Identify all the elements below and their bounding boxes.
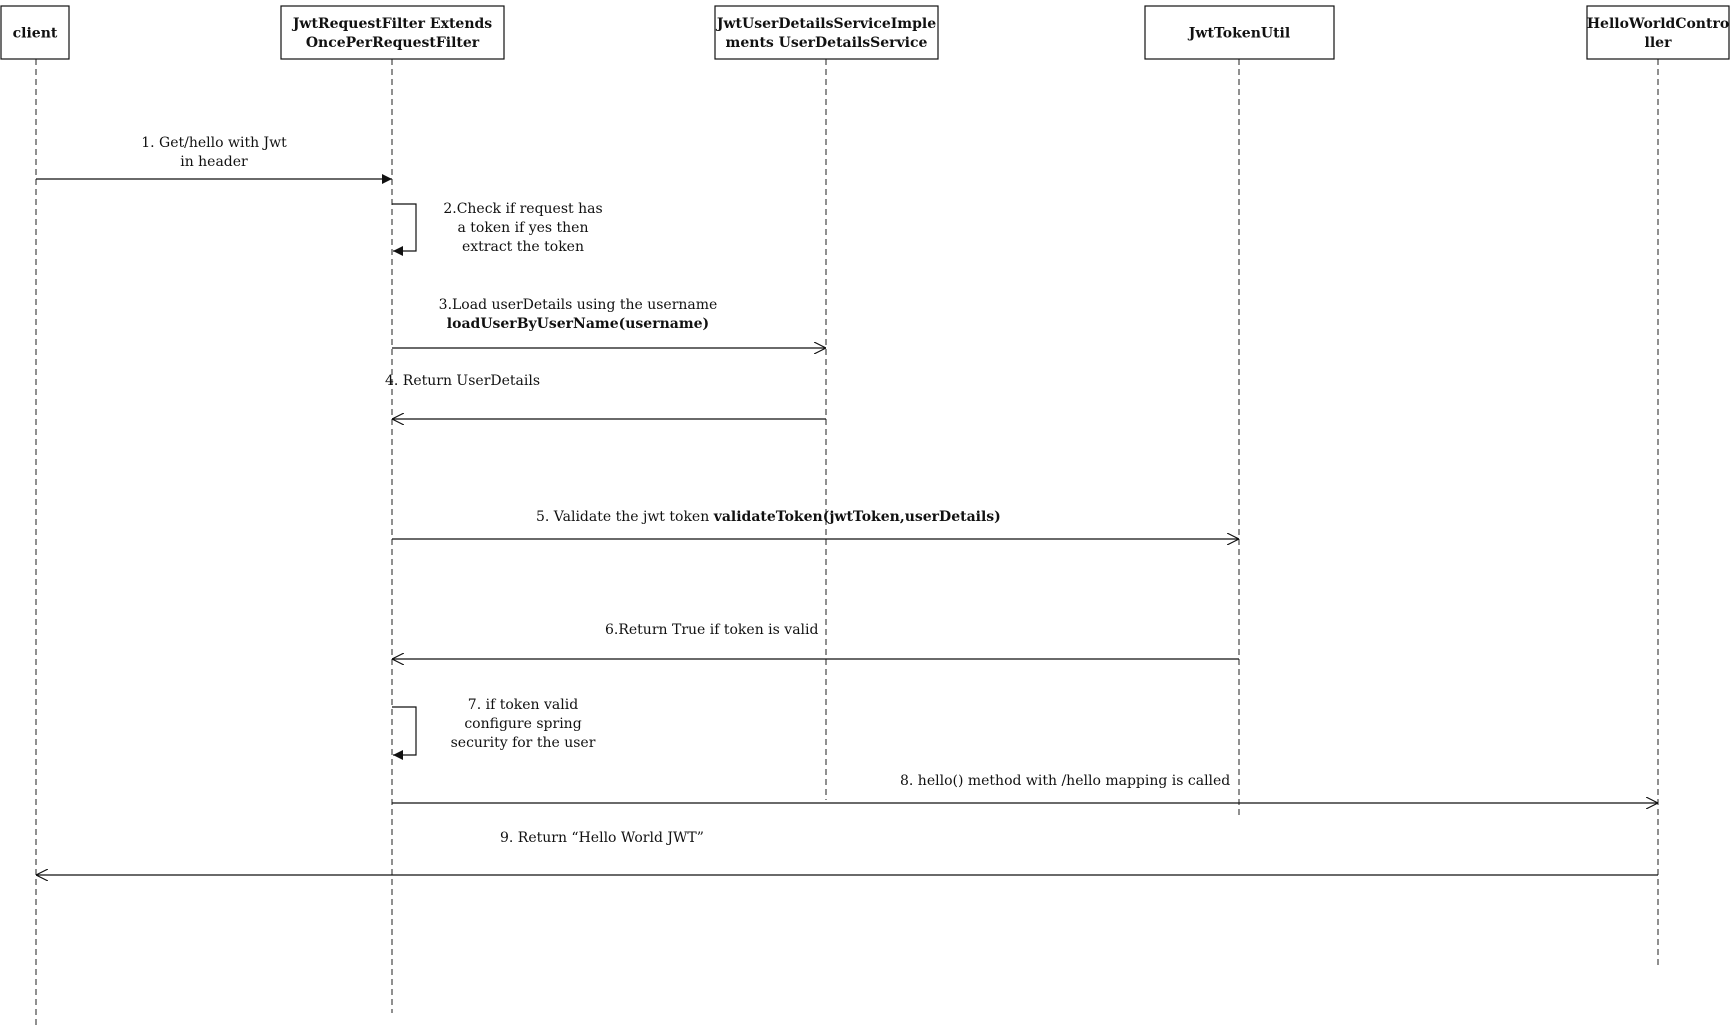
participant-label: JwtRequestFilter Extends xyxy=(291,16,492,32)
message-m6: 6.Return True if token is valid xyxy=(392,622,1239,659)
message-label-part: a token if yes then xyxy=(458,220,589,236)
message-m5: 5. Validate the jwt token validateToken(… xyxy=(392,509,1239,539)
message-label: configure spring xyxy=(464,716,581,732)
message-label: 9. Return “Hello World JWT” xyxy=(500,830,704,846)
messages: 1. Get/hello with Jwt in header 2.Check if… xyxy=(36,135,1658,875)
message-label-part: 1. Get/hello with Jwt xyxy=(141,135,287,151)
message-label-part: 7. if token valid xyxy=(468,697,578,713)
participant-uds: JwtUserDetailsServiceImple ments UserDeta… xyxy=(714,5,939,800)
participant-filter: JwtRequestFilter ExtendsOncePerRequestFi… xyxy=(280,5,505,1013)
participant-controller: HelloWorldContro ller xyxy=(1586,5,1730,967)
message-label: security for the user xyxy=(451,735,596,751)
participant-box-client xyxy=(0,5,70,60)
participant-box-filter xyxy=(280,5,505,60)
self-message-arrow xyxy=(392,706,417,760)
participants: client JwtRequestFilter ExtendsOncePerReq… xyxy=(0,5,1730,1025)
message-label: 3.Load userDetails using the username xyxy=(439,297,718,313)
message-label-part: loadUserByUserName(username) xyxy=(447,316,709,332)
message-label-part: extract the token xyxy=(462,239,584,255)
message-label-part: 6.Return True if token is valid xyxy=(605,622,818,638)
message-label: loadUserByUserName(username) xyxy=(447,316,709,332)
message-label-part: 8. hello() method with /hello mapping is… xyxy=(900,773,1230,789)
participant-client: client xyxy=(0,5,70,1025)
participant-box-controller xyxy=(1586,5,1730,60)
message-label-part: 5. Validate the jwt token xyxy=(536,509,714,525)
message-m1: 1. Get/hello with Jwt in header xyxy=(36,135,392,184)
message-label: extract the token xyxy=(462,239,584,255)
message-label: 6.Return True if token is valid xyxy=(605,622,818,638)
message-label: 7. if token valid xyxy=(468,697,578,713)
participant-label: client xyxy=(13,26,58,42)
message-m7: 7. if token valid configure spring securit… xyxy=(392,697,596,760)
participant-box-uds xyxy=(714,5,939,60)
message-label: 4. Return UserDetails xyxy=(385,373,540,389)
message-label-part: 2.Check if request has xyxy=(443,201,602,217)
message-m9: 9. Return “Hello World JWT” xyxy=(36,830,1658,875)
message-m3: 3.Load userDetails using the username loa… xyxy=(392,297,826,348)
participant-label: JwtUserDetailsServiceImple xyxy=(715,16,936,32)
message-m2: 2.Check if request has a token if yes the… xyxy=(392,201,603,256)
message-label-part: 4. Return UserDetails xyxy=(385,373,540,389)
participant-label: JwtTokenUtil xyxy=(1187,26,1290,42)
participant-label: ller xyxy=(1645,35,1673,51)
message-label-part: 9. Return “Hello World JWT” xyxy=(500,830,704,846)
message-label-part: in header xyxy=(180,154,248,170)
participant-label: HelloWorldContro xyxy=(1587,16,1729,32)
message-label-part: 3.Load userDetails using the username xyxy=(439,297,718,313)
message-label-part: configure spring xyxy=(464,716,581,732)
message-label: 1. Get/hello with Jwt xyxy=(141,135,287,151)
message-label-part: security for the user xyxy=(451,735,596,751)
message-label: in header xyxy=(180,154,248,170)
self-message-arrow xyxy=(392,203,417,256)
message-m8: 8. hello() method with /hello mapping is… xyxy=(392,773,1658,803)
message-label: a token if yes then xyxy=(458,220,589,236)
participant-label: ments UserDetailsService xyxy=(726,35,928,51)
message-m4: 4. Return UserDetails xyxy=(385,373,826,419)
participant-label: OncePerRequestFilter xyxy=(306,35,480,51)
message-label: 2.Check if request has xyxy=(443,201,602,217)
message-label: 8. hello() method with /hello mapping is… xyxy=(900,773,1230,789)
message-label-part: validateToken(jwtToken,userDetails) xyxy=(713,509,1001,525)
participant-box-util xyxy=(1144,5,1335,60)
participant-util: JwtTokenUtil xyxy=(1144,5,1335,818)
message-label: 5. Validate the jwt token validateToken(… xyxy=(536,509,1001,525)
